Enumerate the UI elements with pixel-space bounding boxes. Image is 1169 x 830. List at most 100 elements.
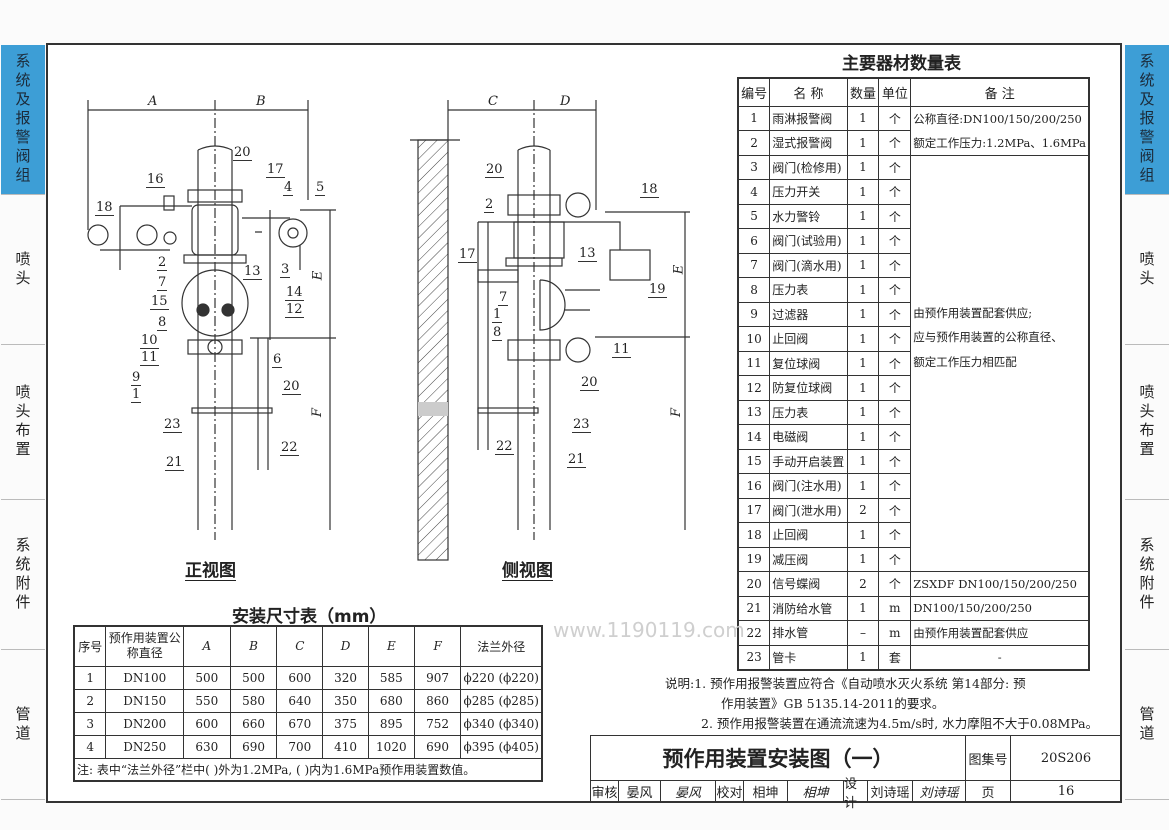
table-cell: 580 — [229, 688, 278, 713]
table-cell: 320 — [322, 665, 369, 690]
item-name: 阀门(泄水用) — [769, 497, 848, 523]
item-unit: 个 — [878, 473, 912, 499]
remark-line: 额定工作压力相匹配 — [913, 354, 1017, 369]
item-number: 15 — [737, 448, 771, 474]
item-quantity: 1 — [846, 375, 880, 401]
table-cell: ϕ340 (ϕ340) — [460, 711, 543, 736]
item-quantity: 1 — [846, 546, 880, 572]
side-tab[interactable]: 管道 — [1, 650, 45, 800]
remark-line: 公称直径:DN100/150/200/250 — [913, 111, 1082, 126]
callout-label: 9 — [131, 370, 142, 386]
column-header: 数量 — [846, 77, 880, 107]
side-tab[interactable]: 系统及报警阀组 — [1, 45, 45, 195]
reviewer-name: 晏风 — [619, 781, 661, 802]
callout-label: 18 — [640, 182, 659, 198]
note-row: 注: 表中“法兰外径”栏中( )外为1.2MPa, ( )内为1.6MPa预作用… — [73, 757, 543, 782]
column-header: D — [322, 625, 369, 667]
item-quantity: – — [846, 620, 880, 646]
table-cell: DN200 — [105, 711, 184, 736]
item-name: 阀门(检修用) — [769, 154, 848, 180]
item-number: 9 — [737, 301, 771, 327]
item-number: 14 — [737, 424, 771, 450]
item-name: 信号蝶阀 — [769, 571, 848, 597]
item-number: 12 — [737, 375, 771, 401]
column-header: F — [413, 625, 462, 667]
callout-label: 20 — [233, 145, 252, 161]
table-cell: 860 — [413, 688, 462, 713]
side-tab[interactable]: 喷头布置 — [1, 345, 45, 500]
column-header: C — [276, 625, 324, 667]
item-quantity: 1 — [846, 522, 880, 548]
side-tab[interactable]: 系统附件 — [1125, 500, 1169, 650]
item-unit: 个 — [878, 571, 912, 597]
table-cell: 700 — [276, 734, 324, 759]
table-cell: 350 — [322, 688, 369, 713]
table-cell: ϕ285 (ϕ285) — [460, 688, 543, 713]
table-cell: ϕ220 (ϕ220) — [460, 665, 543, 690]
table-cell: 4 — [73, 734, 107, 759]
item-number: 4 — [737, 179, 771, 205]
item-unit: 个 — [878, 399, 912, 425]
table-cell: ϕ395 (ϕ405) — [460, 734, 543, 759]
remark-line: 应与预作用装置的公称直径、 — [913, 330, 1063, 344]
side-tab[interactable]: 喷头布置 — [1125, 345, 1169, 500]
table-cell: 3 — [73, 711, 107, 736]
table-cell: 500 — [183, 665, 231, 690]
remark-cell: - — [910, 644, 1090, 670]
item-quantity: 2 — [846, 497, 880, 523]
item-name: 止回阀 — [769, 326, 848, 352]
item-unit: m — [878, 595, 912, 621]
item-name: 水力警铃 — [769, 203, 848, 229]
side-view-drawing — [410, 100, 690, 561]
side-tab[interactable]: 系统及报警阀组 — [1125, 45, 1169, 195]
side-tab[interactable]: 管道 — [1125, 650, 1169, 800]
callout-label: 16 — [146, 172, 165, 188]
table-cell: 500 — [229, 665, 278, 690]
item-name: 湿式报警阀 — [769, 130, 848, 156]
side-tab[interactable]: 系统附件 — [1, 500, 45, 650]
callout-label: 21 — [567, 452, 586, 468]
atlas-label: 图集号 — [966, 736, 1011, 780]
notes: 说明:1. 预作用报警装置应符合《自动喷水灭火系统 第14部分: 预 作用装置》… — [665, 674, 1098, 734]
title-block-row2: 审核 晏风 晏风 校对 相坤 相坤 设计 刘诗瑶 刘诗瑶 页 16 — [590, 777, 1122, 811]
item-quantity: 1 — [846, 179, 880, 205]
item-unit: 个 — [878, 228, 912, 254]
item-number: 8 — [737, 277, 771, 303]
notes-label: 说明: — [665, 676, 695, 691]
table-cell: 2 — [73, 688, 107, 713]
frame-right-edge — [1120, 43, 1122, 803]
item-name: 排水管 — [769, 620, 848, 646]
item-unit: 套 — [878, 644, 912, 670]
item-unit: m — [878, 620, 912, 646]
side-view-title: 侧视图 — [502, 561, 553, 581]
column-header: B — [229, 625, 278, 667]
item-unit: 个 — [878, 326, 912, 352]
reviewer-signature: 晏风 — [661, 781, 716, 802]
item-unit: 个 — [878, 350, 912, 376]
item-name: 压力开关 — [769, 179, 848, 205]
item-number: 20 — [737, 571, 771, 597]
item-name: 压力表 — [769, 399, 848, 425]
dim-e: E — [310, 270, 326, 281]
item-name: 消防给水管 — [769, 595, 848, 621]
side-tab[interactable]: 喷头 — [1, 195, 45, 345]
item-number: 16 — [737, 473, 771, 499]
callout-label: 3 — [280, 262, 291, 278]
table-cell: 660 — [229, 711, 278, 736]
table-cell: 895 — [367, 711, 415, 736]
callout-label: 22 — [495, 439, 514, 455]
callout-label: 1 — [492, 307, 503, 323]
side-tab[interactable]: 喷头 — [1125, 195, 1169, 345]
dim-e-side: E — [671, 264, 687, 275]
item-number: 13 — [737, 399, 771, 425]
column-header: 单位 — [878, 77, 912, 107]
